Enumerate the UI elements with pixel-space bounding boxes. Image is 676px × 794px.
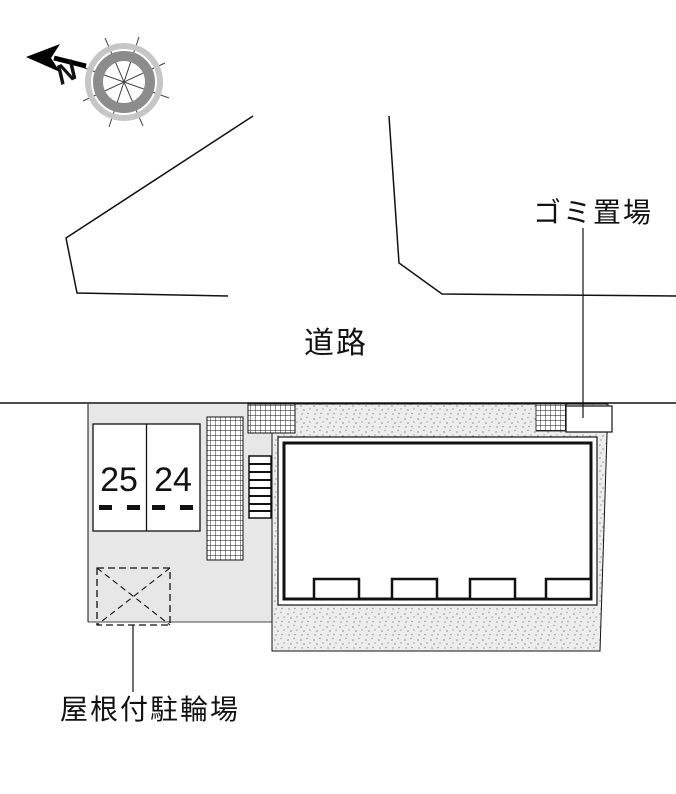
garbage-pad (565, 405, 613, 433)
entrance-bay (312, 577, 361, 601)
right-parcel-boundary (388, 115, 676, 297)
compass-outer-ring (85, 43, 163, 121)
compass: N (26, 36, 170, 128)
compass-spokes (78, 36, 170, 128)
entrance-bay (468, 577, 517, 601)
garbage-label: ゴミ置場 (533, 197, 653, 228)
parking-area: 25 24 (92, 423, 201, 532)
north-arrow-tail (53, 55, 87, 69)
building-inner-wall (282, 441, 593, 601)
compass-inner-ring (93, 51, 155, 113)
stall-number-24: 24 (154, 461, 192, 499)
bicycle-parking-label: 屋根付駐輪場 (60, 694, 240, 725)
walkway-hatch-vertical (206, 416, 244, 561)
building (277, 436, 598, 606)
wheel-stops (99, 505, 193, 510)
stall-number-25: 25 (100, 461, 138, 499)
entrance-bay (390, 577, 439, 601)
garbage-station (535, 403, 613, 433)
entrance-bay (544, 577, 593, 601)
entrance-stairs (248, 455, 272, 519)
garbage-hatch (535, 403, 567, 432)
road-label: 道路 (304, 327, 368, 360)
north-label: N (51, 54, 83, 91)
north-arrow-icon (26, 44, 60, 72)
left-parcel-boundary (65, 115, 254, 297)
building-entrances (312, 577, 593, 601)
walkway-hatch-top (247, 403, 296, 434)
